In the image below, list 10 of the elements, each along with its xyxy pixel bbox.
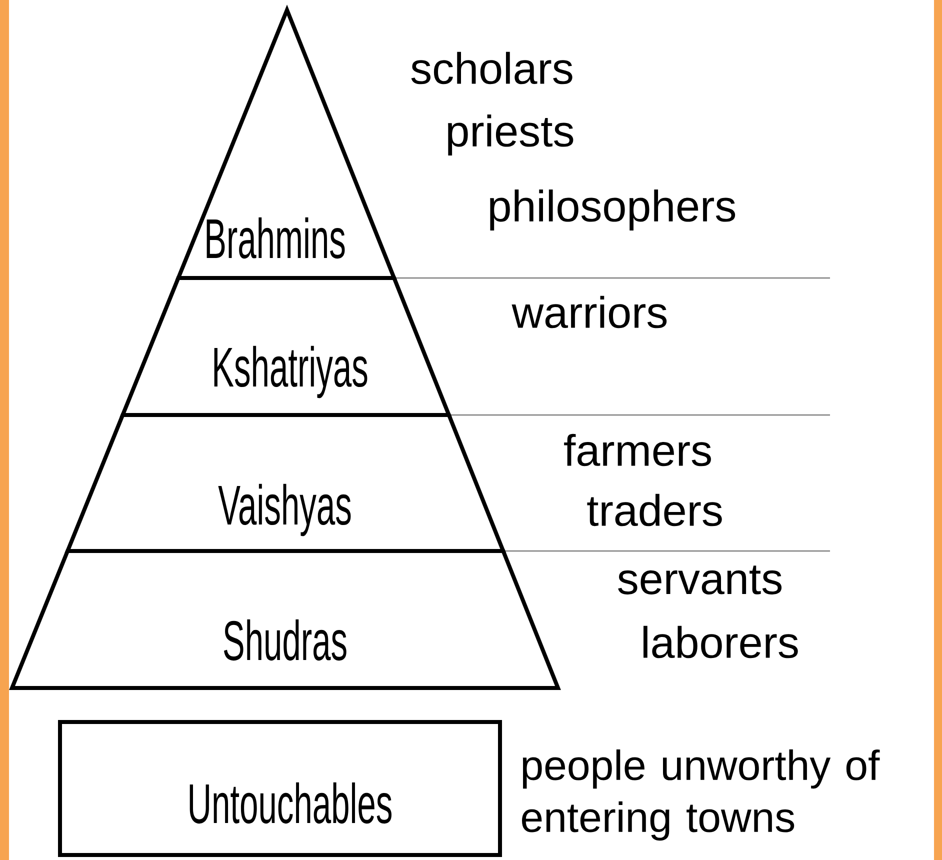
description-text: laborers bbox=[644, 626, 798, 658]
description-text: traders bbox=[587, 494, 722, 526]
description-text: servants bbox=[618, 566, 782, 594]
description-text: people unworthy of entering towns bbox=[522, 749, 880, 841]
caste-box: Untouchables bbox=[58, 720, 502, 857]
description-text: farmers bbox=[564, 434, 711, 466]
description-text: warriors bbox=[512, 296, 667, 328]
description-text: priests bbox=[448, 114, 574, 156]
description-text: scholars bbox=[411, 52, 572, 84]
description-text: philosophers bbox=[490, 190, 736, 230]
